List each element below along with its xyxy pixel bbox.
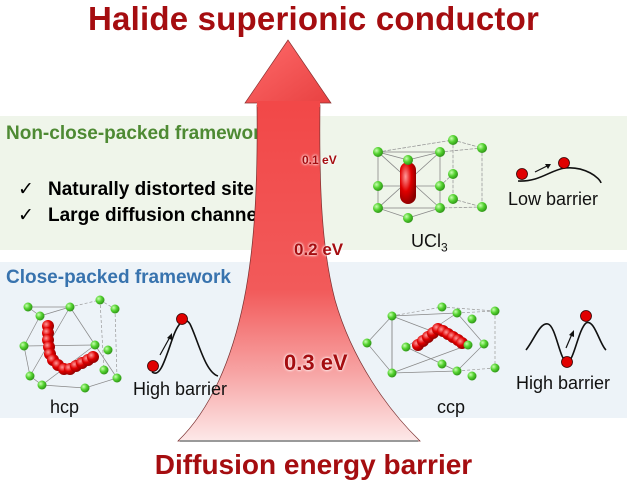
bullet-text: Large diffusion channel: [48, 205, 263, 226]
ucl3-structure: [373, 135, 487, 223]
ccp-barrier-label: High barrier: [516, 373, 611, 393]
ucl3-label: UCl3: [411, 231, 448, 255]
bullet-text: Naturally distorted site: [48, 179, 254, 200]
hcp-barrier-profile: [147, 313, 219, 377]
bullet-item: ✓ Naturally distorted site: [18, 178, 254, 201]
ccp-barrier-profile: [525, 310, 607, 368]
diagram-title: Halide superionic conductor: [88, 0, 539, 37]
ccp-label: ccp: [437, 397, 466, 417]
hcp-barrier-label: High barrier: [133, 379, 228, 399]
bullet-item: ✓ Large diffusion channel: [18, 204, 262, 227]
axis-label: Diffusion energy barrier: [154, 449, 473, 480]
check-icon: ✓: [18, 205, 34, 226]
energy-arrow: [177, 39, 421, 442]
hcp-structure: [19, 295, 122, 393]
ccp-structure: [362, 302, 500, 381]
ucl3-label-text: UCl: [411, 231, 441, 251]
hcp-label: hcp: [50, 397, 80, 417]
non-close-packed-heading: Non-close-packed framework: [6, 123, 272, 144]
check-icon: ✓: [18, 179, 34, 200]
arrow-shaft: [177, 104, 421, 442]
energy-label-0-2: 0.2 eV: [294, 240, 344, 259]
ucl3-subscript: 3: [441, 240, 448, 255]
low-barrier-label: Low barrier: [508, 189, 599, 209]
arrow-head: [244, 39, 332, 104]
close-packed-heading: Close-packed framework: [6, 267, 231, 288]
energy-label-0-1: 0.1 eV: [302, 153, 337, 167]
low-barrier-profile: [516, 157, 602, 184]
energy-label-0-3: 0.3 eV: [284, 350, 348, 375]
